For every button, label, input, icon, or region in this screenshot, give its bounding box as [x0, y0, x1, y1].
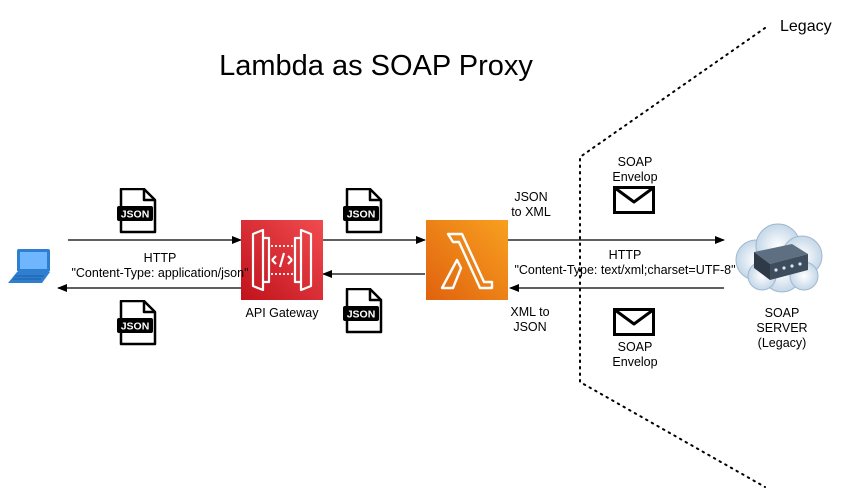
soap-content-type: "Content-Type: text/xml;charset=UTF-8"	[514, 263, 736, 277]
svg-text:JSON: JSON	[121, 209, 150, 221]
api-gateway-label: API Gateway	[245, 306, 319, 320]
json-document-icon: JSON	[117, 188, 157, 234]
svg-text:JSON: JSON	[347, 309, 376, 321]
envelope-icon	[613, 308, 655, 336]
client-http-protocol: HTTP	[143, 251, 177, 265]
svg-text:JSON: JSON	[121, 321, 150, 333]
svg-text:JSON: JSON	[347, 209, 376, 221]
envelope-icon	[613, 186, 655, 214]
json-document-icon: JSON	[343, 288, 383, 334]
api-gateway-icon	[241, 220, 323, 300]
legacy-zone-label: Legacy	[780, 18, 832, 35]
json-document-icon: JSON	[117, 300, 157, 346]
laptop-icon	[8, 249, 50, 283]
server-cloud-icon	[735, 223, 823, 293]
soap-envelope-request-label: SOAP Envelop	[612, 155, 658, 184]
soap-envelope-response-label: SOAP Envelop	[612, 340, 658, 369]
client-content-type: "Content-Type: application/json"	[71, 266, 249, 280]
xml-to-json-label: XML to JSON	[510, 305, 550, 334]
diagram-title: Lambda as SOAP Proxy	[219, 50, 533, 82]
soap-http-protocol: HTTP	[608, 248, 642, 262]
lambda-icon	[426, 220, 508, 300]
legacy-boundary	[579, 27, 766, 488]
json-to-xml-label: JSON to XML	[511, 190, 551, 219]
json-document-icon: JSON	[343, 188, 383, 234]
soap-server-label: SOAP SERVER (Legacy)	[756, 306, 808, 350]
